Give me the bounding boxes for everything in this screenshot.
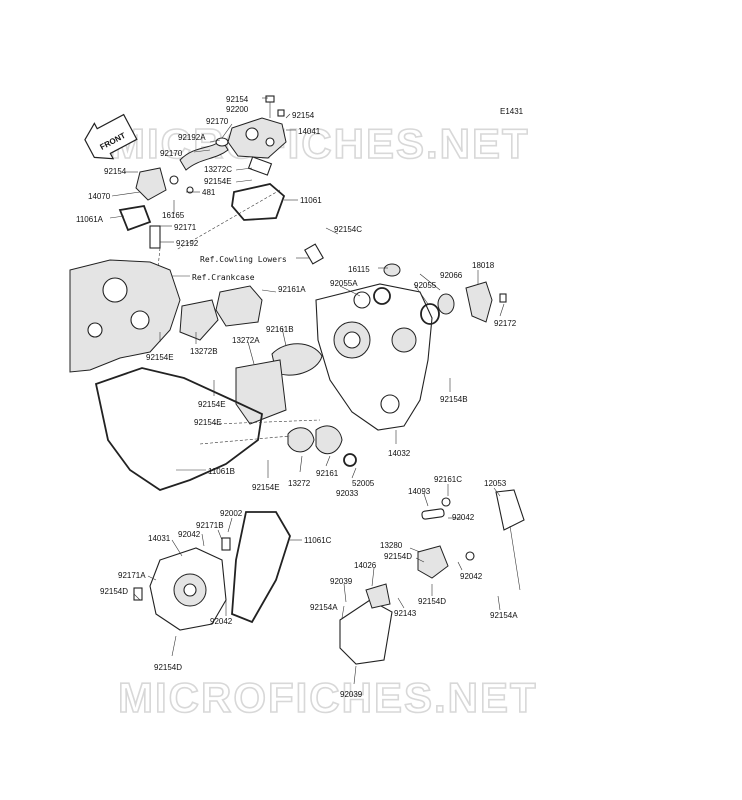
part-label: 92042 (210, 617, 233, 626)
ref-crankcase: Ref.Crankcase (192, 273, 255, 282)
part-label: 92171B (196, 521, 224, 530)
part-label: 92154E (252, 483, 280, 492)
part-label: 92154E (146, 353, 174, 362)
part-label: 92042 (460, 572, 483, 581)
part-label: 11061C (304, 536, 332, 545)
gasket-11061b (94, 367, 263, 491)
part-label: 12053 (484, 479, 507, 488)
part-label: 92154D (154, 663, 182, 672)
part-label: 92154 (104, 167, 127, 176)
part-label: 92066 (440, 271, 463, 280)
part-label: 92154A (490, 611, 518, 620)
part-label: 92161C (434, 475, 462, 484)
part-label: 52005 (352, 479, 375, 488)
part-label: 14031 (148, 534, 171, 543)
part-label: 13272B (190, 347, 218, 356)
part-label: 92154B (440, 395, 468, 404)
lower-cover-14031 (133, 537, 231, 631)
crankcase-silhouette (69, 259, 181, 373)
part-label: 92172 (494, 319, 517, 328)
part-label: 92200 (226, 105, 249, 114)
part-label: 92002 (220, 509, 243, 518)
part-label: 92154C (334, 225, 362, 234)
part-label: 13272C (204, 165, 232, 174)
part-label: 92154D (418, 597, 446, 606)
part-label: 13280 (380, 541, 403, 550)
watermark-bottom: MICROFICHES.NET (118, 674, 538, 721)
engine-cover-14032 (315, 283, 433, 431)
part-label: 92042 (452, 513, 475, 522)
part-label: 92154E (194, 418, 222, 427)
part-label: 14070 (88, 192, 111, 201)
gasket-11061c (231, 511, 291, 624)
part-label: 18018 (472, 261, 495, 270)
part-label: 92154A (310, 603, 338, 612)
part-label: 92039 (340, 690, 363, 699)
part-label: 92154E (198, 400, 226, 409)
water-pipe-cover-assembly (118, 95, 287, 249)
part-label: 92055 (414, 281, 437, 290)
part-label: 92161A (278, 285, 306, 294)
part-label: 16165 (162, 211, 185, 220)
part-label: 92171A (118, 571, 146, 580)
part-label: 92154E (204, 177, 232, 186)
part-label: 16115 (348, 265, 370, 274)
ref-cowling-lowers: Ref.Cowling Lowers (200, 255, 287, 264)
shift-linkage-assembly (339, 489, 525, 665)
part-label: 14041 (298, 127, 321, 136)
part-label: 92161 (316, 469, 339, 478)
part-label: 11061 (300, 196, 322, 205)
part-label: 92192 (176, 239, 199, 248)
part-label: 92171 (174, 223, 197, 232)
part-label: 11061A (76, 215, 104, 224)
part-label: 92143 (394, 609, 417, 618)
part-label: 14032 (388, 449, 411, 458)
part-label: 14093 (408, 487, 431, 496)
part-label: 92154 (226, 95, 249, 104)
part-label: 92154D (384, 552, 412, 561)
part-label: 92154D (100, 587, 128, 596)
cover-plates (179, 285, 343, 455)
part-label: 92154 (292, 111, 315, 120)
part-label: 14026 (354, 561, 377, 570)
part-label: 13272A (232, 336, 260, 345)
seal-parts (304, 243, 507, 467)
part-label: 13272 (288, 479, 311, 488)
part-label: 92161B (266, 325, 294, 334)
part-label: 92192A (178, 133, 206, 142)
part-label: 92170 (160, 149, 183, 158)
front-arrow-icon: FRONT (84, 113, 138, 160)
watermark-top: MICROFICHES.NET (110, 120, 530, 167)
part-label: 92033 (336, 489, 359, 498)
part-label: 92042 (178, 530, 201, 539)
part-label: 92039 (330, 577, 353, 586)
part-label: 11061B (208, 467, 235, 476)
part-label: 92055A (330, 279, 358, 288)
diagram-code: E1431 (500, 107, 524, 116)
part-label: 92170 (206, 117, 229, 126)
leader-lines (109, 97, 505, 685)
part-label: 481 (202, 188, 216, 197)
